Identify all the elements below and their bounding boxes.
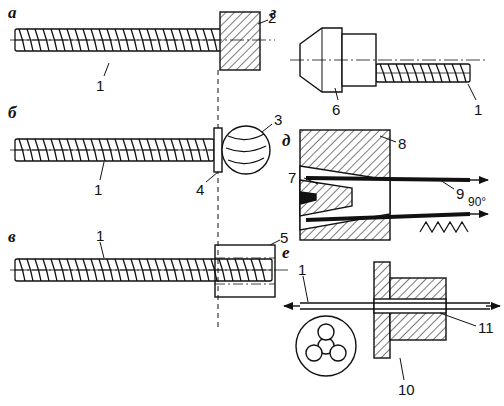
callout-number: 1 [298, 262, 306, 277]
callout-number: 8 [398, 136, 406, 151]
panel-letter: а [8, 4, 17, 21]
panel-letter: б [8, 104, 16, 121]
panel-letter: в [8, 228, 16, 245]
callout-number: 1 [94, 182, 102, 197]
callout-number: 1 [96, 228, 104, 243]
callout-number: 9 [456, 186, 464, 201]
callout-number: 3 [274, 112, 282, 127]
callout-number: 7 [288, 170, 296, 185]
callout-number: 90° [468, 196, 486, 208]
callout-number: 11 [478, 320, 494, 335]
callout-number: 1 [474, 102, 482, 117]
callout-number: 1 [96, 78, 104, 93]
callout-number: 6 [332, 102, 340, 117]
callout-number: 10 [398, 382, 415, 397]
panel-letter: г [270, 4, 276, 21]
panel-letter: д [282, 132, 290, 149]
panel-letter: е [282, 244, 290, 261]
callout-number: 4 [196, 182, 204, 197]
callout-number: 5 [280, 230, 288, 245]
